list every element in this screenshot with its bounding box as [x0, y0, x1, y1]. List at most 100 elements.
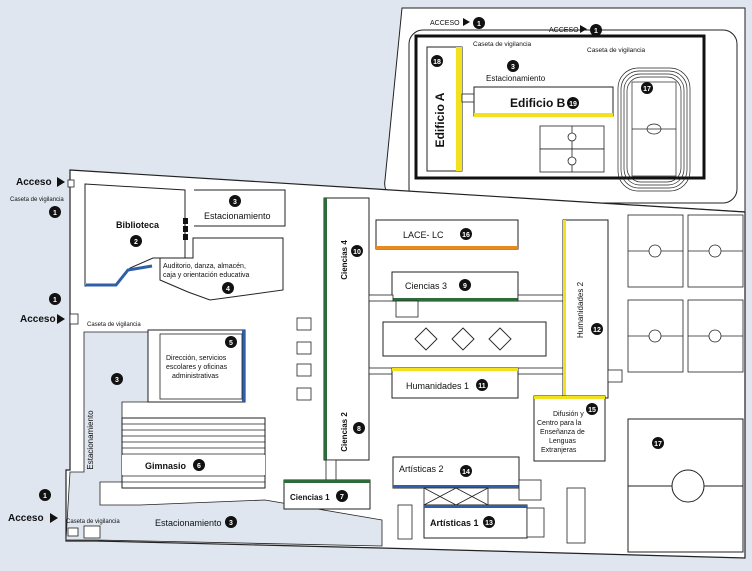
svg-text:Artísticas 2: Artísticas 2 — [399, 464, 444, 474]
svg-text:ACCESO: ACCESO — [430, 20, 460, 27]
inset-map: ACCESO 1 Caseta de vigilancia ACCESO 1 C… — [384, 7, 746, 213]
svg-text:3: 3 — [233, 199, 237, 206]
svg-text:Gimnasio: Gimnasio — [145, 461, 187, 471]
svg-text:Edificio B: Edificio B — [510, 96, 566, 110]
small-blocks — [296, 317, 312, 401]
main-campus: Acceso Caseta de vigilancia 1 1 Acceso C… — [8, 169, 746, 559]
svg-text:1: 1 — [477, 21, 481, 28]
svg-text:Estacionamiento: Estacionamiento — [86, 410, 95, 470]
estacionamiento-top: 3 Estacionamiento — [194, 189, 286, 227]
svg-text:14: 14 — [462, 469, 470, 476]
svg-text:6: 6 — [197, 463, 201, 470]
svg-text:LACE- LC: LACE- LC — [403, 230, 444, 240]
svg-text:Caseta de vigilancia: Caseta de vigilancia — [587, 47, 646, 54]
svg-text:Humanidades 1: Humanidades 1 — [406, 381, 469, 391]
arrow-icon — [57, 314, 65, 324]
svg-text:Acceso: Acceso — [20, 314, 56, 325]
svg-text:17: 17 — [643, 86, 651, 93]
svg-text:Auditorio, danza, almacén,: Auditorio, danza, almacén, — [163, 263, 246, 270]
arrow-icon — [580, 25, 587, 33]
svg-text:17: 17 — [654, 441, 662, 448]
svg-text:Estacionamiento: Estacionamiento — [204, 211, 271, 221]
marker-1 — [590, 24, 602, 36]
artisticas-1: Artísticas 1 13 — [423, 504, 545, 539]
svg-text:4: 4 — [226, 286, 230, 293]
svg-text:5: 5 — [229, 340, 233, 347]
inset-track — [617, 67, 691, 192]
svg-text:12: 12 — [593, 327, 601, 334]
svg-text:Caseta de vigilancia: Caseta de vigilancia — [473, 41, 532, 48]
arrow-icon — [57, 177, 65, 187]
inset-courts — [539, 125, 605, 173]
svg-text:Caseta de vigilancia: Caseta de vigilancia — [66, 519, 120, 525]
svg-text:Difusión y: Difusión y — [553, 411, 584, 418]
svg-text:Ciencias 3: Ciencias 3 — [405, 281, 447, 291]
svg-text:Biblioteca: Biblioteca — [116, 220, 160, 230]
inset-estacionamiento: 3 Estacionamiento — [486, 60, 546, 83]
plaza — [382, 321, 547, 357]
lace-lc: LACE- LC 16 — [375, 219, 519, 250]
svg-text:Ciencias 4: Ciencias 4 — [340, 240, 349, 280]
svg-text:Caseta de vigilancia: Caseta de vigilancia — [10, 197, 64, 203]
svg-text:Edificio A: Edificio A — [433, 92, 447, 147]
svg-text:Enseñanza de: Enseñanza de — [540, 429, 585, 436]
svg-text:Estacionamiento: Estacionamiento — [486, 74, 546, 83]
svg-text:Ciencias 1: Ciencias 1 — [290, 493, 330, 502]
svg-text:caja y orientación educativa: caja y orientación educativa — [163, 272, 249, 279]
estacionamiento-bottom: Estacionamiento 3 — [155, 516, 237, 528]
svg-text:8: 8 — [357, 426, 361, 433]
svg-text:3: 3 — [511, 64, 515, 71]
svg-text:Estacionamiento: Estacionamiento — [155, 518, 222, 528]
svg-text:Dirección, servicios: Dirección, servicios — [166, 355, 227, 362]
svg-text:Extranjeras: Extranjeras — [541, 447, 577, 454]
svg-text:16: 16 — [462, 232, 470, 239]
svg-text:Lenguas: Lenguas — [549, 438, 576, 445]
humanidades-1: Humanidades 1 11 — [391, 367, 519, 399]
acceso-middle: 1 Acceso Caseta de vigilancia — [20, 293, 141, 328]
marker-1 — [473, 17, 485, 29]
svg-text:Ciencias 2: Ciencias 2 — [340, 412, 349, 452]
acceso-top: Acceso Caseta de vigilancia 1 — [10, 177, 75, 218]
direccion: 5 Dirección, servicios escolares y ofici… — [147, 329, 246, 403]
svg-text:1: 1 — [594, 28, 598, 35]
svg-text:Acceso: Acceso — [16, 177, 52, 188]
svg-text:ACCESO: ACCESO — [549, 27, 579, 34]
estacionamiento-left: 3 Estacionamiento — [86, 373, 123, 470]
svg-text:1: 1 — [53, 210, 57, 217]
ciencias-3: Ciencias 3 9 — [391, 271, 519, 302]
difusion: Difusión y Centro para la Enseñanza de L… — [533, 395, 606, 462]
svg-text:18: 18 — [433, 59, 441, 66]
svg-text:Centro para la: Centro para la — [537, 420, 581, 427]
edificio-b: Edificio B 19 — [473, 86, 614, 117]
auditorio: Auditorio, danza, almacén, caja y orient… — [159, 237, 284, 301]
svg-text:13: 13 — [485, 520, 493, 527]
svg-text:Humanidades 2: Humanidades 2 — [576, 281, 585, 338]
svg-text:Acceso: Acceso — [8, 513, 44, 524]
svg-text:2: 2 — [134, 239, 138, 246]
svg-text:3: 3 — [115, 377, 119, 384]
ciencias-1: Ciencias 1 7 — [283, 479, 371, 510]
gimnasio: Gimnasio 6 — [121, 417, 266, 489]
inset-acceso-1: ACCESO 1 Caseta de vigilancia — [430, 17, 532, 48]
arrow-icon — [463, 18, 470, 26]
humanidades-2: Humanidades 2 12 — [562, 219, 609, 399]
svg-text:15: 15 — [588, 407, 596, 414]
soccer-field — [627, 418, 744, 553]
acceso-bottom: 1 Acceso Caseta de vigilancia — [8, 489, 120, 539]
artisticas-2: Artísticas 2 14 — [392, 456, 520, 489]
courts — [627, 214, 744, 373]
svg-text:Caseta de vigilancia: Caseta de vigilancia — [87, 322, 141, 328]
svg-text:1: 1 — [53, 297, 57, 304]
svg-text:administrativas: administrativas — [172, 373, 219, 380]
svg-text:10: 10 — [353, 249, 361, 256]
biblioteca: Biblioteca 2 — [84, 183, 188, 287]
svg-text:7: 7 — [340, 494, 344, 501]
arrow-icon — [50, 513, 58, 523]
ciencias-4-2: Ciencias 4 10 Ciencias 2 8 — [323, 197, 370, 461]
svg-text:Artísticas 1: Artísticas 1 — [430, 518, 479, 528]
svg-text:11: 11 — [478, 383, 486, 390]
inset-acceso-2: ACCESO 1 Caseta de vigilancia — [549, 24, 646, 54]
svg-text:9: 9 — [463, 283, 467, 290]
edificio-a: Edificio A 18 — [426, 46, 463, 172]
